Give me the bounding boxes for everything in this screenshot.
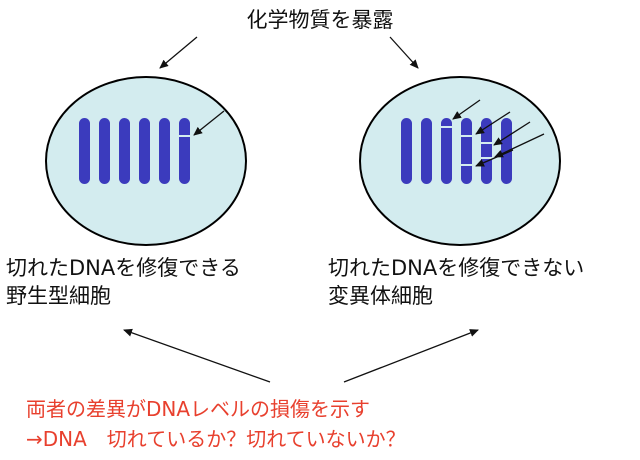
damage-arrow <box>475 111 511 135</box>
damage-arrow <box>452 99 481 120</box>
arrow-title-to-right-cell <box>389 36 419 69</box>
damage-arrow <box>494 133 545 158</box>
chromosome <box>99 118 110 184</box>
chromosome <box>461 118 472 184</box>
left-caption-line2: 野生型細胞 <box>6 284 111 308</box>
arrow-title-to-left-cell <box>159 36 198 69</box>
arrow-conclusion-to-right <box>343 329 479 383</box>
conclusion-line1: 両者の差異がDNAレベルの損傷を示す <box>26 397 371 421</box>
damage-arrow <box>493 121 531 146</box>
chromosome <box>159 118 170 184</box>
left-cell-caption: 切れたDNAを修復できる 野生型細胞 <box>6 254 241 310</box>
damage-arrow <box>193 110 225 136</box>
chromosome <box>139 118 150 184</box>
chromosome <box>179 118 190 184</box>
chromosome <box>421 118 432 184</box>
left-caption-line1: 切れたDNAを修復できる <box>6 256 241 280</box>
left-chromosomes <box>79 118 191 184</box>
conclusion-line2: →DNA 切れているか？切れていないか？ <box>26 427 406 451</box>
right-caption-line1: 切れたDNAを修復できない <box>328 256 585 280</box>
chromosome <box>119 118 130 184</box>
conclusion-text: 両者の差異がDNAレベルの損傷を示す →DNA 切れているか？切れていないか？ <box>26 394 406 454</box>
chromosome <box>79 118 90 184</box>
chromosome <box>441 118 452 184</box>
diagram-title: 化学物質を暴露 <box>246 8 394 32</box>
chromosome <box>401 118 412 184</box>
right-chromosomes <box>401 118 512 184</box>
damage-arrow <box>475 149 514 167</box>
arrow-conclusion-to-left <box>123 328 271 383</box>
right-cell-caption: 切れたDNAを修復できない 変異体細胞 <box>328 254 584 310</box>
right-cell <box>359 76 561 246</box>
right-caption-line2: 変異体細胞 <box>328 284 433 308</box>
